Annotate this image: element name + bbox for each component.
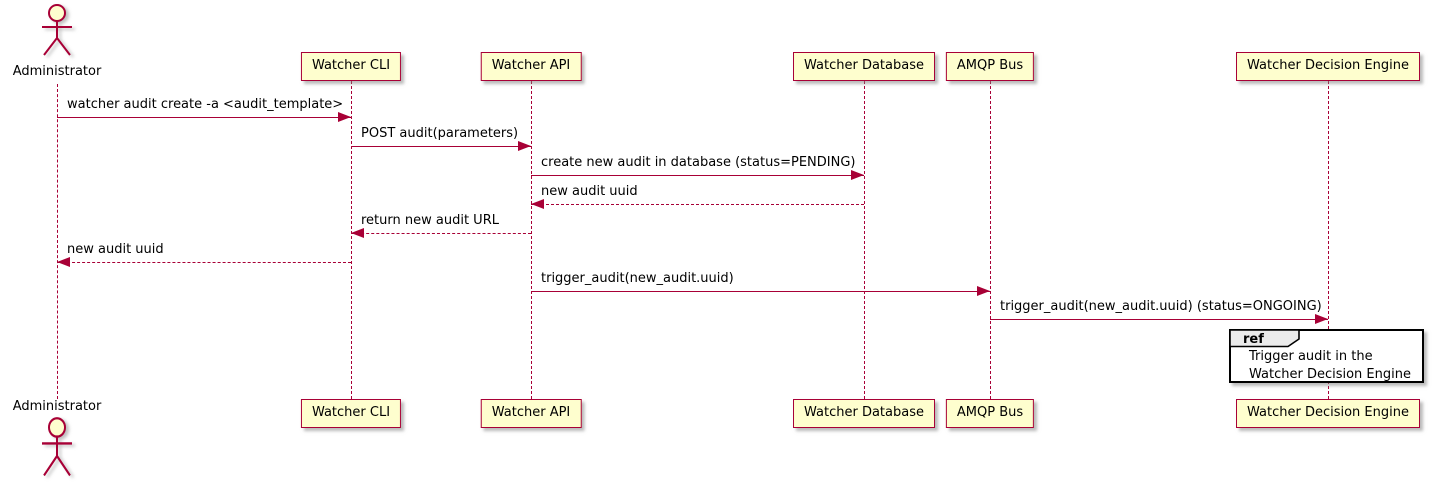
participant-box-amqp-bus-bottom: AMQP Bus [945,399,1035,428]
lifeline-watcher-api [531,81,532,399]
lifeline-amqp-bus [990,81,991,399]
arrowhead-icon [1315,314,1328,324]
participant-box-amqp-bus-top: AMQP Bus [945,52,1035,81]
participant-box-watcher-decision-engine-bottom: Watcher Decision Engine [1236,399,1420,428]
message-line-4 [531,204,864,205]
participant-box-watcher-cli-bottom: Watcher CLI [300,399,402,428]
ref-keyword: ref [1243,332,1264,347]
ref-text-line: Watcher Decision Engine [1249,367,1411,382]
ref-text: Trigger audit in the Watcher Decision En… [1249,348,1411,384]
participant-box-watcher-database-top: Watcher Database [793,52,935,81]
message-line-8 [990,319,1328,320]
actor-label-bottom: Administrator [12,399,102,414]
lifeline-administrator [57,84,58,399]
participant-box-watcher-api-top: Watcher API [480,52,582,81]
message-line-7 [531,291,990,292]
participant-box-watcher-decision-engine-top: Watcher Decision Engine [1236,52,1420,81]
arrowhead-icon [518,141,531,151]
message-label-3: create new audit in database (status=PEN… [541,155,856,170]
message-label-6: new audit uuid [67,242,164,257]
actor-icon [42,417,72,477]
arrowhead-icon [338,112,351,122]
lifeline-watcher-decision-engine [1328,81,1329,399]
participant-box-watcher-cli-top: Watcher CLI [300,52,402,81]
participant-box-watcher-database-bottom: Watcher Database [793,399,935,428]
message-line-1 [57,117,351,118]
actor-label-top: Administrator [12,64,102,79]
arrowhead-icon [977,286,990,296]
ref-header-pentagon [1229,329,1300,348]
message-label-4: new audit uuid [541,184,638,199]
lifeline-watcher-database [864,81,865,399]
ref-text-line: Trigger audit in the [1249,349,1373,364]
message-label-5: return new audit URL [361,213,499,228]
arrowhead-icon [351,228,364,238]
message-line-6 [57,262,351,263]
arrowhead-icon [851,170,864,180]
message-line-3 [531,175,864,176]
message-label-2: POST audit(parameters) [361,126,519,141]
lifeline-watcher-cli [351,81,352,399]
participant-box-watcher-api-bottom: Watcher API [480,399,582,428]
arrowhead-icon [531,199,544,209]
actor-icon [42,4,72,56]
message-label-7: trigger_audit(new_audit.uuid) [541,271,734,286]
message-label-1: watcher audit create -a <audit_template> [67,97,344,112]
ref-fragment: ref Trigger audit in the Watcher Decisio… [1229,329,1424,383]
arrowhead-icon [57,257,70,267]
message-label-8: trigger_audit(new_audit.uuid) (status=ON… [1000,299,1322,314]
message-line-2 [351,146,531,147]
message-line-5 [351,233,531,234]
